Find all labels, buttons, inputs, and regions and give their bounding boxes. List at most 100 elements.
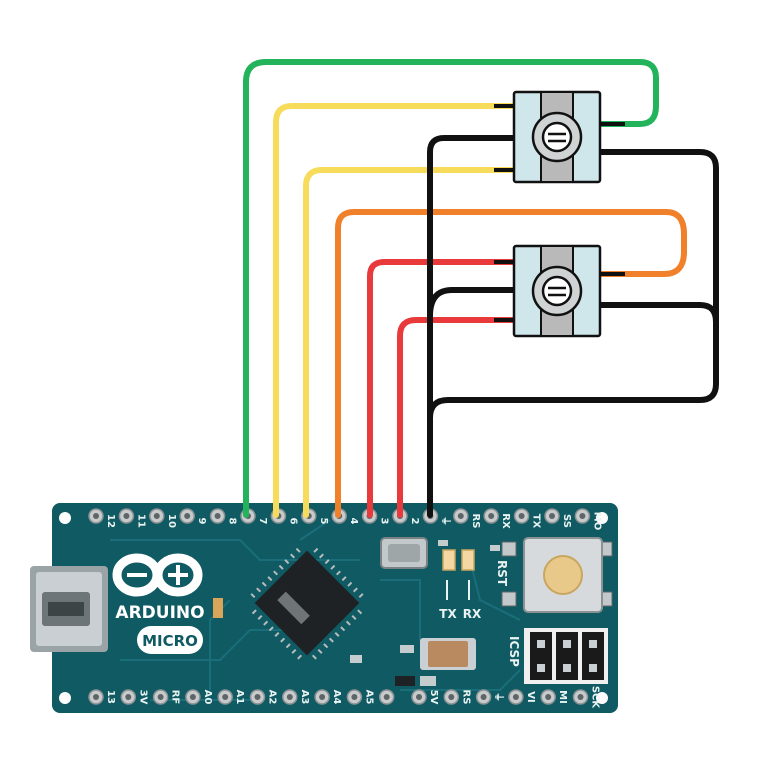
bottom-pin-label: 13 (105, 690, 116, 704)
top-pin-label: 2 (409, 518, 420, 525)
orange-wire (335, 209, 687, 518)
bottom-pin-label: A4 (331, 690, 342, 705)
model-badge (137, 626, 203, 654)
bottom-pin-hole (189, 694, 196, 700)
arduino-micro: 12 11 10 9 8 7 6 5 4 3 2 ⏚ RS RX TX SS MO 13 3V RF A0 A1 A2 A3… (30, 503, 618, 713)
capacitor (420, 638, 476, 670)
top-pin-hole (93, 513, 99, 519)
bottom-pin-hole (416, 694, 422, 700)
bottom-pin-label: RS (460, 690, 471, 705)
smd-part (420, 676, 436, 686)
top-pin-label: 7 (257, 518, 268, 525)
crystal (380, 537, 428, 569)
bottom-pin-label: MI (557, 690, 568, 704)
mount-hole (596, 692, 608, 704)
bottom-pin-label: A1 (234, 690, 245, 705)
bottom-pin-label: A3 (299, 690, 310, 705)
top-pin-hole (123, 513, 130, 519)
smd-part (438, 540, 448, 546)
top-pin-label: 3 (379, 518, 390, 525)
bottom-pin-hole (577, 694, 584, 700)
wires (243, 59, 719, 518)
smd-part (350, 655, 362, 663)
icsp-header: ICSP (507, 628, 608, 684)
bottom-pin-label: VI (525, 691, 536, 702)
green-wire (243, 59, 659, 518)
smd-part (490, 545, 500, 551)
black-wire-vcc-pot2 (595, 302, 719, 325)
top-pin-hole (184, 513, 191, 519)
top-pin-hole (518, 513, 525, 519)
bottom-pin-label: A0 (202, 690, 213, 705)
top-pin-label: 5 (318, 518, 329, 525)
tx-rx-leds: TX RX (439, 549, 482, 621)
bottom-pin-label: A2 (267, 690, 278, 705)
rx-led (461, 549, 475, 571)
rst-label: RST (495, 560, 509, 587)
top-pin-hole (153, 513, 160, 519)
red-wire-1 (367, 259, 518, 518)
top-pin-label: 10 (166, 514, 177, 528)
mount-hole (59, 692, 71, 704)
usb-connector (30, 566, 108, 652)
bottom-pin-label: A5 (363, 690, 374, 705)
bottom-pin-label: ⏚ (493, 692, 505, 702)
bottom-pin-hole (319, 694, 326, 700)
bottom-pin-hole (157, 694, 164, 700)
top-pin-hole (488, 513, 495, 519)
tx-led (442, 549, 456, 571)
black-wire-ground (427, 135, 518, 518)
reset-button[interactable]: RST (495, 537, 613, 613)
black-wire-pot2 (427, 287, 518, 319)
top-pin-label: ⏚ (439, 516, 451, 526)
bottom-pin-hole (254, 694, 261, 700)
top-pin-label: TX (531, 514, 542, 529)
potentiometer-1[interactable] (494, 90, 625, 184)
bottom-pin-hole (125, 694, 132, 700)
top-pin-label: 12 (105, 514, 116, 528)
top-pin-label: 8 (227, 518, 238, 525)
bottom-pin-hole (222, 694, 229, 700)
bottom-pin-hole (448, 694, 455, 700)
top-pin-hole (457, 513, 464, 519)
smd-part (395, 676, 415, 686)
bottom-pin-label: SCK (590, 686, 601, 710)
bottom-pin-hole (545, 694, 552, 700)
top-pin-hole (549, 513, 555, 519)
bottom-pin-hole (480, 694, 487, 700)
top-pin-hole (579, 513, 586, 519)
top-pin-label: 4 (348, 518, 359, 525)
bottom-pin-label: 3V (137, 690, 148, 705)
rx-label: RX (463, 607, 482, 621)
potentiometer-2[interactable] (494, 244, 625, 338)
top-pin-label: 11 (135, 514, 146, 528)
bottom-pin-hole (351, 694, 358, 700)
black-wire-vcc (427, 149, 719, 421)
power-led (213, 598, 223, 618)
mount-hole (59, 512, 71, 524)
tx-label: TX (439, 607, 457, 621)
top-pin-label: SS (561, 514, 572, 528)
bottom-pin-hole (512, 694, 519, 700)
yellow-wire-1 (273, 103, 518, 518)
bottom-pin-label: RF (170, 690, 181, 705)
model-label: MICRO (142, 632, 198, 650)
smd-part (400, 645, 414, 653)
top-pin-label: MO (591, 512, 602, 530)
arduino-logo: ARDUINO MICRO (112, 553, 205, 654)
top-pin-label: 6 (287, 518, 298, 525)
brand-label: ARDUINO (115, 603, 204, 623)
icsp-label: ICSP (507, 636, 521, 667)
top-pin-hole (214, 513, 221, 519)
red-wire-2 (397, 317, 518, 518)
bottom-pin-label: 5V (428, 690, 439, 705)
top-pin-label: RX (500, 513, 511, 529)
top-pin-label: 9 (196, 518, 207, 525)
bottom-pin-hole (383, 694, 390, 700)
bottom-pin-hole (286, 694, 293, 700)
yellow-wire-2 (303, 167, 518, 518)
bottom-pin-hole (93, 694, 99, 700)
